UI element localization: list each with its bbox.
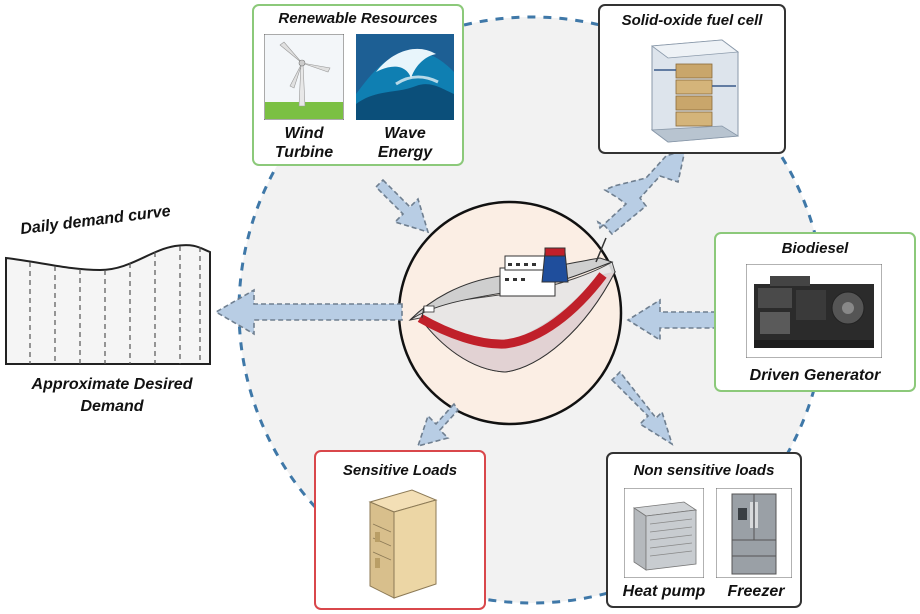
heat-pump-icon — [624, 488, 704, 578]
arrow-biodiesel-to-ship — [626, 298, 717, 342]
arrow-ship-to-nonsensitive — [610, 370, 674, 446]
fuel-cell-title: Solid-oxide fuel cell — [621, 12, 763, 29]
arrow-ship-to-demand — [214, 288, 403, 336]
wind-label-line1: Wind — [284, 125, 324, 142]
renewable-title: Renewable Resources — [278, 10, 438, 27]
freezer-icon — [716, 488, 792, 578]
arrow-ship-to-sensitive — [416, 402, 460, 448]
wave-label-line1: Wave — [384, 125, 426, 142]
demand-caption-line2: Demand — [80, 398, 144, 415]
fuel-cell-box: Solid-oxide fuel cell — [598, 4, 786, 154]
renewable-resources-box: Renewable Resources Wind Turbine Wave En… — [252, 4, 464, 166]
biodiesel-title: Biodiesel — [781, 240, 849, 257]
wind-label-line2: Turbine — [274, 144, 334, 161]
generator-icon — [746, 264, 882, 358]
demand-caption-line1: Approximate Desired — [31, 376, 193, 393]
ship-icon — [408, 237, 616, 373]
sensitive-title: Sensitive Loads — [342, 462, 458, 479]
server-cabinet-icon — [368, 489, 438, 599]
freezer-label: Freezer — [727, 583, 785, 600]
wind-turbine-icon — [264, 34, 344, 120]
wave-energy-icon — [356, 34, 454, 120]
heat-pump-label: Heat pump — [622, 583, 706, 600]
arrow-renewable-to-ship — [374, 178, 430, 234]
biodiesel-box: Biodiesel Driven Generator — [714, 232, 916, 392]
non-sensitive-loads-box: Non sensitive loads Heat pump Freezer — [606, 452, 802, 608]
non-sensitive-title: Non sensitive loads — [633, 462, 775, 479]
sensitive-loads-box: Sensitive Loads — [314, 450, 486, 610]
biodiesel-caption: Driven Generator — [749, 367, 881, 384]
demand-curve-graphic — [5, 244, 211, 365]
arrow-fuelcell-ship — [596, 148, 687, 236]
fuel-cell-stack-icon — [650, 39, 740, 143]
wave-label-line2: Energy — [377, 144, 433, 161]
